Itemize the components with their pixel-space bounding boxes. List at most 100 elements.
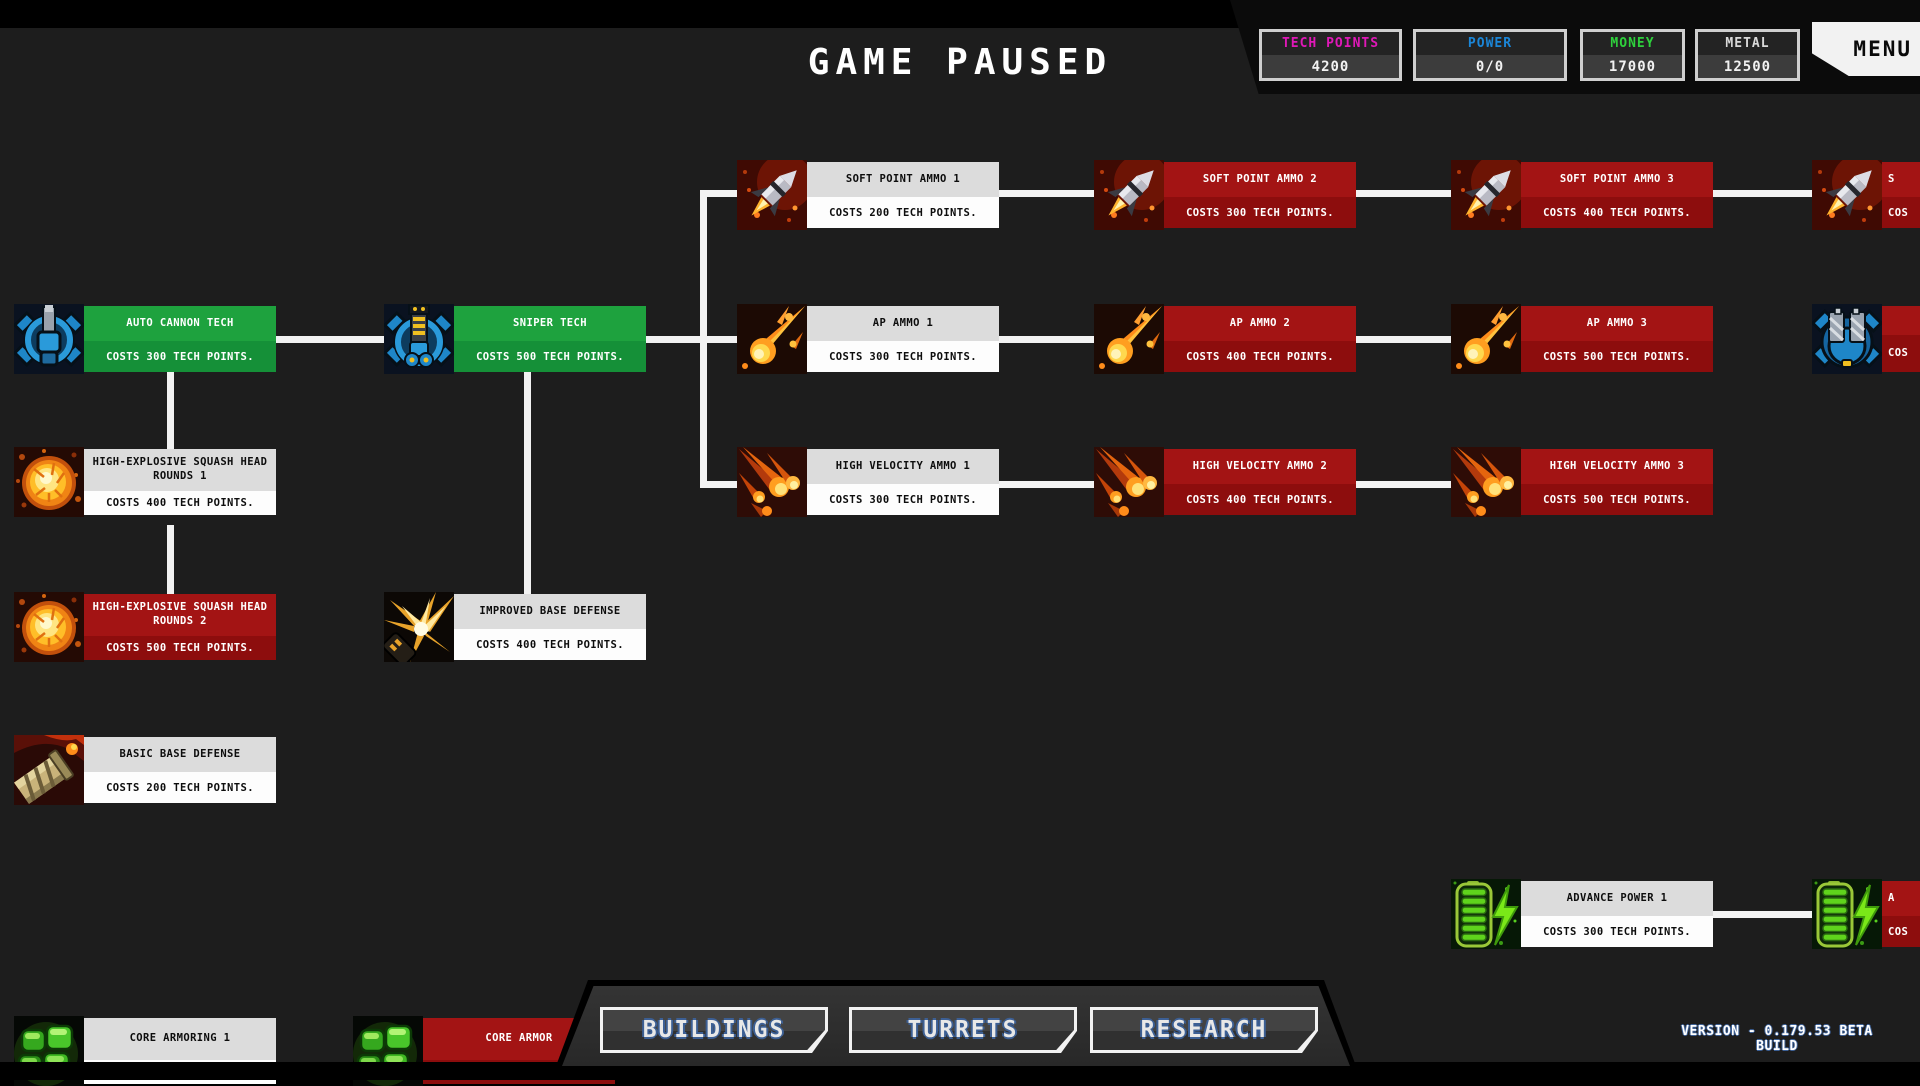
tech-node-cost: COS bbox=[1882, 197, 1920, 228]
menu-button-label: MENU bbox=[1853, 37, 1912, 61]
tech-connector-line bbox=[272, 336, 388, 343]
tech-node-title: HIGH VELOCITY AMMO 3 bbox=[1521, 449, 1713, 485]
tech-connector-line bbox=[1711, 190, 1816, 197]
resource-value: 12500 bbox=[1698, 55, 1797, 78]
tab-turrets[interactable]: TURRETS bbox=[849, 1007, 1077, 1053]
tech-node-title: SNIPER TECH bbox=[454, 306, 646, 342]
tech-connector-line bbox=[1351, 481, 1455, 488]
tech-node-cost: COS bbox=[1882, 916, 1920, 947]
fire-orb-icon bbox=[14, 592, 84, 662]
tech-connector-line bbox=[996, 190, 1098, 197]
bottom-black-strip bbox=[0, 1062, 1920, 1080]
tab-label: BUILDINGS bbox=[642, 1017, 786, 1043]
tech-node-missile-tech-partial[interactable]: COS bbox=[1812, 304, 1920, 374]
tech-node-title: BASIC BASE DEFENSE bbox=[84, 737, 276, 773]
gun-barrel-icon bbox=[14, 735, 84, 805]
tab-inner: TURRETS bbox=[852, 1010, 1074, 1050]
tech-node-title: HIGH VELOCITY AMMO 1 bbox=[807, 449, 999, 485]
auto-cannon-turret-icon bbox=[14, 304, 84, 374]
menu-button[interactable]: MENU bbox=[1812, 22, 1920, 76]
tab-buildings[interactable]: BUILDINGS bbox=[600, 1007, 828, 1053]
tech-connector-line bbox=[700, 481, 741, 488]
resource-value: 0/0 bbox=[1416, 55, 1564, 78]
tech-node-title: SOFT POINT AMMO 1 bbox=[807, 162, 999, 198]
tech-node-title: SOFT POINT AMMO 3 bbox=[1521, 162, 1713, 198]
tech-node-cost: COSTS 200 TECH POINTS. bbox=[84, 772, 276, 803]
tech-node-cost: COSTS 300 TECH POINTS. bbox=[84, 341, 276, 372]
rocket-icon bbox=[1094, 160, 1164, 230]
tech-connector-line bbox=[167, 372, 174, 449]
tab-research[interactable]: RESEARCH bbox=[1090, 1007, 1318, 1053]
tech-node-cost: COSTS 500 TECH POINTS. bbox=[1521, 341, 1713, 372]
muzzle-flash-icon bbox=[384, 592, 454, 662]
tech-node-title: AUTO CANNON TECH bbox=[84, 306, 276, 342]
tab-inner: BUILDINGS bbox=[603, 1010, 825, 1050]
game-paused-title: GAME PAUSED bbox=[807, 42, 1113, 83]
tech-node-title: A bbox=[1882, 881, 1920, 917]
tech-connector-line bbox=[167, 525, 174, 594]
version-label: VERSION - 0.179.53 BETA BUILD bbox=[1681, 1024, 1873, 1054]
tab-inner: RESEARCH bbox=[1093, 1010, 1315, 1050]
tech-node-box: COS bbox=[1882, 306, 1920, 372]
tab-label: TURRETS bbox=[907, 1017, 1019, 1043]
tech-node-cost: COSTS 400 TECH POINTS. bbox=[454, 629, 646, 660]
resource-label: POWER bbox=[1416, 32, 1564, 55]
tech-node-cost: COSTS 400 TECH POINTS. bbox=[1164, 484, 1356, 515]
tech-node-title: S bbox=[1882, 162, 1920, 198]
tech-node-cost: COSTS 400 TECH POINTS. bbox=[1164, 341, 1356, 372]
tech-node-title: HIGH-EXPLOSIVE SQUASH HEAD ROUNDS 1 bbox=[84, 449, 276, 491]
tech-node-cost: COSTS 300 TECH POINTS. bbox=[1521, 916, 1713, 947]
resource-value: 4200 bbox=[1262, 55, 1399, 78]
tech-node-cost: COSTS 500 TECH POINTS. bbox=[1521, 484, 1713, 515]
tech-node-cost: COSTS 300 TECH POINTS. bbox=[1164, 197, 1356, 228]
tech-node-title: AP AMMO 3 bbox=[1521, 306, 1713, 342]
sniper-turret-icon bbox=[384, 304, 454, 374]
tech-node-cost: COSTS 300 TECH POINTS. bbox=[807, 341, 999, 372]
tech-connector-line bbox=[996, 481, 1098, 488]
tech-connector-line bbox=[700, 190, 741, 197]
missile-turret-icon bbox=[1812, 304, 1882, 374]
fireball-icon bbox=[737, 304, 807, 374]
resource-label: METAL bbox=[1698, 32, 1797, 55]
tech-node-title: ADVANCE POWER 1 bbox=[1521, 881, 1713, 917]
tab-label: RESEARCH bbox=[1140, 1017, 1268, 1043]
resource-value: 17000 bbox=[1583, 55, 1682, 78]
tech-node-cost: COSTS 500 TECH POINTS. bbox=[84, 635, 276, 660]
battery-icon bbox=[1812, 879, 1882, 949]
